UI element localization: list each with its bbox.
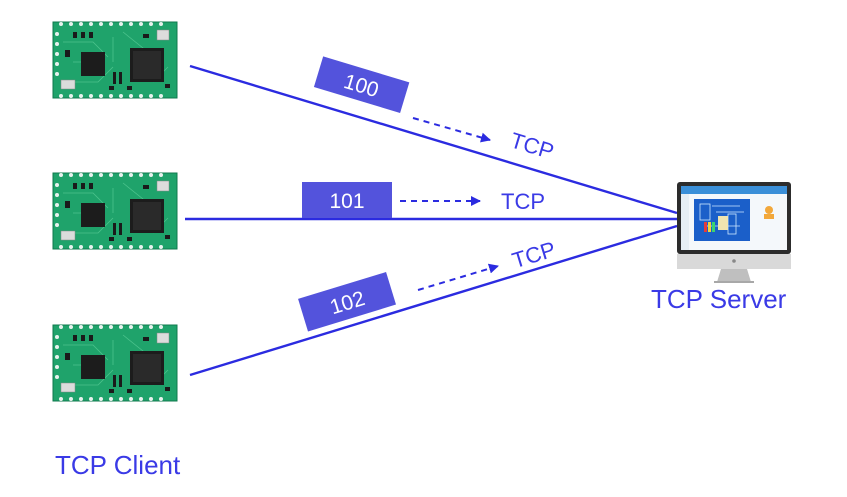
client-board-2 [52, 172, 178, 250]
packet-label-2: 101 [329, 190, 364, 213]
server-label: TCP Server [651, 284, 787, 314]
dashed-arrow-1 [412, 117, 491, 143]
client-board-1 [52, 21, 178, 99]
protocol-label-1: TCP [507, 127, 556, 164]
packet-box-1 [313, 56, 410, 114]
server-monitor-icon [677, 182, 791, 283]
protocol-label-3: TCP [509, 236, 558, 273]
connection-line-1 [189, 64, 678, 215]
dashed-arrow-3 [417, 263, 499, 291]
packet-group-1: 100 [313, 56, 410, 114]
packet-group-3: 102 [298, 272, 396, 332]
client-board-3 [52, 324, 178, 402]
packet-box-2 [302, 182, 392, 218]
protocol-label-2: TCP [501, 189, 545, 214]
client-label: TCP Client [55, 450, 181, 480]
connection-line-3 [189, 224, 678, 377]
packet-box-3 [298, 272, 396, 332]
